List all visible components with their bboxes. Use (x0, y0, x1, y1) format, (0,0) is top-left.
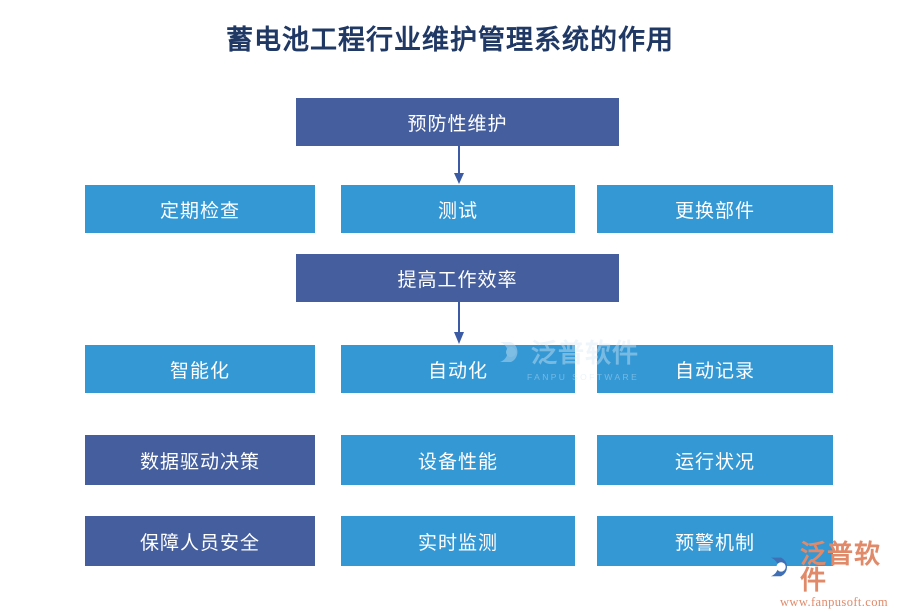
node-early-warning[interactable]: 预警机制 (597, 516, 833, 566)
node-intelligence[interactable]: 智能化 (85, 345, 315, 393)
node-realtime-monitoring[interactable]: 实时监测 (341, 516, 575, 566)
node-label: 智能化 (169, 360, 230, 382)
node-improve-efficiency[interactable]: 提高工作效率 (296, 254, 619, 302)
node-label: 提高工作效率 (397, 269, 518, 291)
node-label: 运行状况 (674, 451, 755, 473)
node-label: 数据驱动决策 (139, 451, 260, 473)
node-preventive-maintenance[interactable]: 预防性维护 (296, 98, 619, 146)
down-arrow-icon-2 (452, 302, 466, 345)
node-auto-record[interactable]: 自动记录 (597, 345, 833, 393)
node-label: 自动记录 (674, 360, 755, 382)
node-equipment-performance[interactable]: 设备性能 (341, 435, 575, 485)
node-operating-status[interactable]: 运行状况 (597, 435, 833, 485)
node-label: 预防性维护 (407, 113, 508, 135)
down-arrow-icon-1 (452, 146, 466, 185)
node-label: 更换部件 (674, 200, 755, 222)
node-personnel-safety[interactable]: 保障人员安全 (85, 516, 315, 566)
node-periodic-inspection[interactable]: 定期检查 (85, 185, 315, 233)
node-label: 测试 (437, 200, 478, 222)
watermark-url: www.fanpusoft.com (779, 595, 889, 609)
node-testing[interactable]: 测试 (341, 185, 575, 233)
node-label: 定期检查 (159, 200, 240, 222)
node-replace-parts[interactable]: 更换部件 (597, 185, 833, 233)
node-automation[interactable]: 自动化 (341, 345, 575, 393)
node-label: 设备性能 (417, 451, 498, 473)
node-label: 自动化 (427, 360, 488, 382)
page-title: 蓄电池工程行业维护管理系统的作用 (226, 25, 674, 55)
node-label: 预警机制 (674, 532, 755, 554)
node-data-driven-decision[interactable]: 数据驱动决策 (85, 435, 315, 485)
node-label: 实时监测 (417, 532, 498, 554)
node-label: 保障人员安全 (139, 532, 260, 554)
